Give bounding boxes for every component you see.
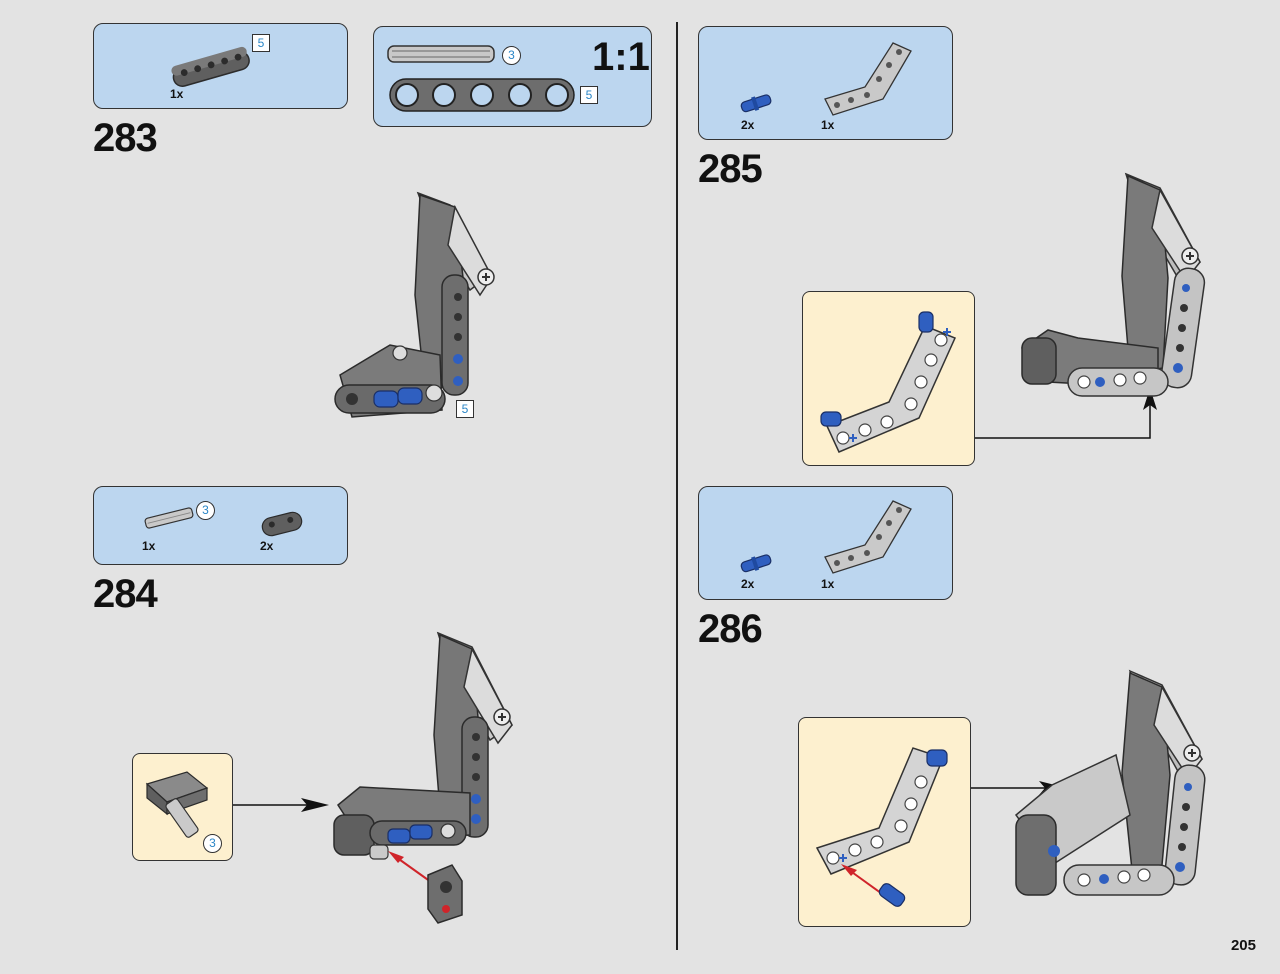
- step-283-parts-box: 1x 5: [93, 23, 348, 109]
- step-number-283: 283: [93, 116, 158, 160]
- step-286-model: [1014, 669, 1206, 896]
- page-number: 205: [1230, 937, 1256, 954]
- blue-pin-icon: [740, 94, 772, 113]
- scale-label: 1:1: [592, 35, 650, 79]
- axle-3-icon: [144, 507, 194, 529]
- callout-arrow: [233, 798, 329, 812]
- step-286-parts-box: 2x 1x: [698, 486, 953, 600]
- step-284-model: [333, 631, 513, 924]
- liftarm-5-icon: [171, 46, 250, 87]
- page-divider: [676, 22, 678, 950]
- beam-length-badge: 5: [580, 86, 598, 104]
- part-qty: 2x: [260, 539, 274, 553]
- axle-length-badge: 3: [196, 501, 215, 520]
- axle-length-badge: 3: [203, 834, 222, 853]
- step-number-286: 286: [698, 607, 763, 651]
- axle-3-icon: [387, 45, 495, 63]
- blue-pin-icon: [740, 554, 772, 573]
- part-qty: 1x: [821, 118, 835, 132]
- bent-liftarm-with-pins-icon: [820, 311, 957, 453]
- axle-length-badge: 3: [502, 46, 521, 65]
- bent-liftarm-icon: [824, 500, 912, 574]
- part-qty: 1x: [142, 539, 156, 553]
- step-284-parts-box: 3 1x 2x: [93, 486, 348, 565]
- part-qty: 2x: [741, 577, 755, 591]
- step-285-parts-box: 2x 1x: [698, 26, 953, 140]
- model-length-badge: 5: [456, 400, 474, 418]
- scale-reference-box: 3 1:1 5: [373, 26, 652, 127]
- liftarm-5-outline-icon: [389, 78, 575, 112]
- part-length-badge: 5: [252, 34, 270, 52]
- step-285-callout: [802, 291, 975, 466]
- part-qty: 2x: [741, 118, 755, 132]
- step-283-model: [334, 191, 495, 418]
- step-284-callout: 3: [132, 753, 233, 861]
- bent-liftarm-icon: [824, 42, 912, 116]
- liftarm-2-icon: [261, 511, 303, 537]
- step-286-callout: [798, 717, 971, 927]
- part-qty: 1x: [170, 87, 184, 101]
- part-qty: 1x: [821, 577, 835, 591]
- callout-arrow: [975, 388, 1157, 439]
- bent-liftarm-with-pins-icon: [815, 747, 948, 907]
- step-number-285: 285: [698, 147, 763, 191]
- liftarm-with-axle-icon: [145, 771, 209, 838]
- step-number-284: 284: [93, 572, 158, 616]
- step-285-model: [1020, 172, 1206, 397]
